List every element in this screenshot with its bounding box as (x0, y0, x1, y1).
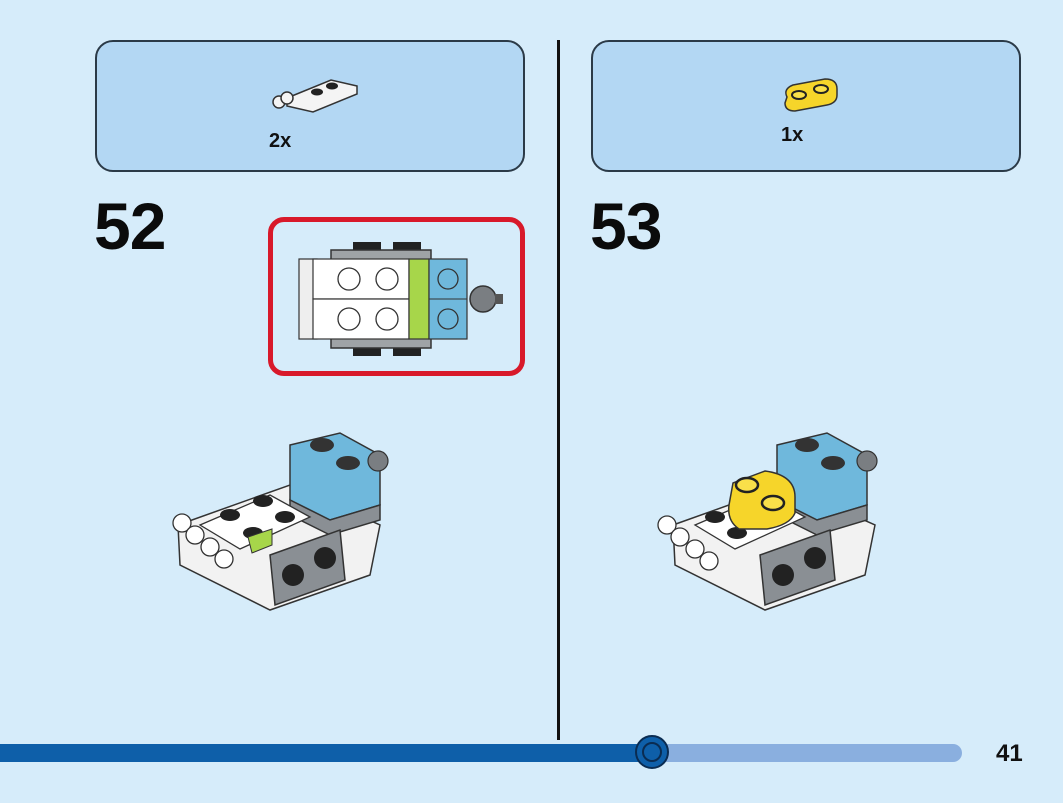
detail-callout-top-view (268, 217, 525, 376)
step-number: 52 (94, 189, 166, 263)
progress-fill (0, 744, 652, 762)
model-top-view-illustration (298, 242, 503, 356)
page-number: 41 (996, 740, 1023, 767)
part-quantity: 1x (781, 124, 804, 146)
column-divider (557, 40, 560, 740)
parts-callout-step-53: 1x (591, 40, 1021, 172)
progress-knob (635, 735, 669, 769)
part-quantity: 2x (269, 130, 292, 152)
yellow-plate-1x2-rounded-icon (784, 78, 838, 112)
step-number: 53 (590, 189, 662, 263)
white-plate-with-bar-handle-icon (272, 79, 358, 113)
parts-callout-step-52: 2x (95, 40, 525, 172)
step-52-model-illustration (172, 432, 389, 611)
step-53-model-illustration (657, 432, 878, 611)
